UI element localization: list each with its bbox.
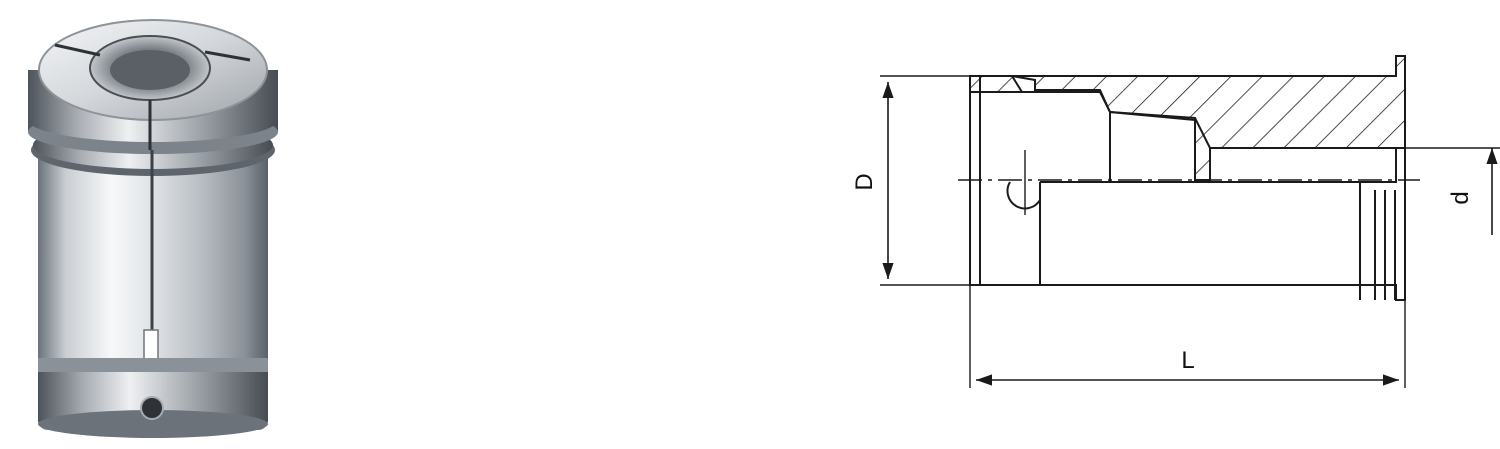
collet-lower-band <box>38 358 268 372</box>
label-d: d <box>1447 191 1474 204</box>
technical-drawing <box>880 55 1500 388</box>
cross-hole <box>1006 181 1041 210</box>
label-L: L <box>1181 347 1194 374</box>
collet-pin-hole <box>140 396 164 420</box>
section-hatch <box>1011 55 1406 181</box>
collet-photo <box>28 19 278 438</box>
label-D: D <box>851 173 878 190</box>
